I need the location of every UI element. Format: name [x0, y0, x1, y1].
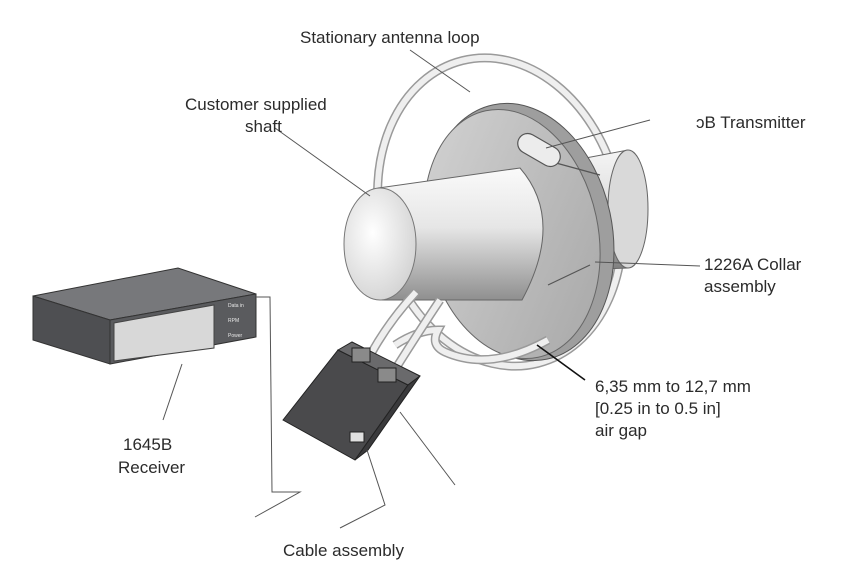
label-shaft-line2: shaft	[245, 117, 282, 136]
transmitter-slot	[517, 132, 561, 168]
receiver-unit: Data in RPM Power	[32, 267, 257, 365]
label-shaft-line1: Customer supplied	[185, 95, 327, 114]
label-collar-line2: assembly	[704, 277, 776, 296]
leader-lines	[162, 49, 701, 486]
cable-run	[254, 296, 386, 529]
label-collar-line1: 1226A Collar	[704, 255, 802, 274]
label-receiver-line2: Receiver	[118, 458, 185, 477]
cable-connector-box	[282, 341, 421, 461]
label-gap-line1: 6,35 mm to 12,7 mm	[595, 377, 751, 396]
customer-shaft	[343, 167, 544, 301]
receiver-panel-label-power: Power	[228, 333, 243, 339]
label-gap-line2: [0.25 in to 0.5 in]	[595, 399, 721, 418]
antenna-front	[368, 288, 551, 371]
receiver-panel-label-data: Data in	[228, 303, 244, 309]
label-transmitter: ɔB Transmitter	[696, 113, 806, 132]
label-gap-line3: air gap	[595, 421, 647, 440]
label-antenna-loop: Stationary antenna loop	[300, 28, 480, 47]
receiver-panel-label-rpm: RPM	[228, 318, 239, 324]
label-receiver-line1: 1645B	[123, 435, 172, 454]
label-cable-assembly: Cable assembly	[283, 541, 404, 560]
